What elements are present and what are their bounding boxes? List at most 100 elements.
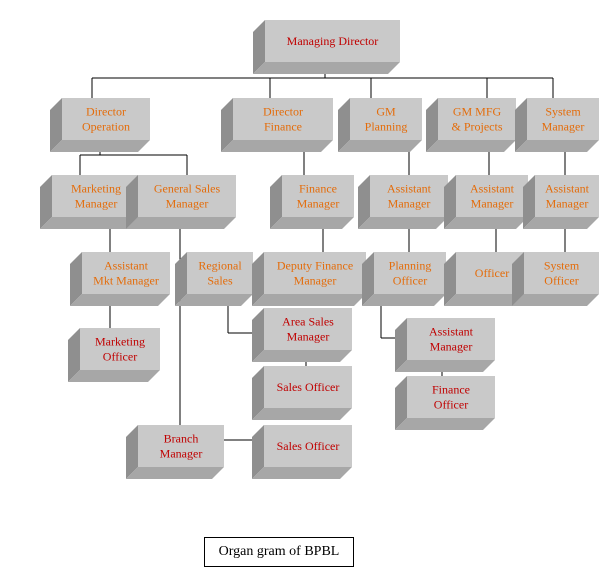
box-label-line: Branch (164, 432, 199, 446)
box-side (221, 98, 233, 152)
box-bottom (338, 140, 422, 152)
box-face (264, 366, 352, 408)
box-side (523, 175, 535, 229)
box-label-line: Manager (160, 447, 203, 461)
box-label-line: Sales (207, 274, 233, 288)
box-label: Managing Director (287, 34, 379, 48)
box-side (252, 425, 264, 479)
box-bottom (523, 217, 599, 229)
box-label-line: System (544, 259, 580, 273)
box-label-line: Manager (546, 197, 589, 211)
box-side (395, 318, 407, 372)
box-face (82, 252, 170, 294)
box-bottom (253, 62, 400, 74)
box-label-line: Manager (294, 274, 337, 288)
box-bottom (70, 294, 170, 306)
box-label-line: Manager (75, 197, 118, 211)
box-bottom (252, 350, 352, 362)
box-label-line: & Projects (452, 120, 503, 134)
org-box-md: Managing Director (253, 20, 400, 74)
box-bottom (515, 140, 599, 152)
box-label-line: Manager (287, 330, 330, 344)
box-face (438, 98, 516, 140)
box-side (426, 98, 438, 152)
box-bottom (270, 217, 354, 229)
box-side (252, 366, 264, 420)
box-face (374, 252, 446, 294)
box-face (138, 425, 224, 467)
box-label-line: Officer (393, 274, 427, 288)
box-face (80, 328, 160, 370)
box-face (264, 425, 352, 467)
box-label: Sales Officer (277, 380, 340, 394)
box-side (444, 175, 456, 229)
box-face (265, 20, 400, 62)
box-label-line: GM (376, 105, 396, 119)
box-face (52, 175, 140, 217)
box-label-line: Officer (475, 266, 509, 280)
org-box-so1: Sales Officer (252, 366, 352, 420)
box-bottom (395, 418, 495, 430)
box-bottom (358, 217, 448, 229)
box-face (138, 175, 236, 217)
box-label-line: Area Sales (282, 315, 334, 329)
box-side (253, 20, 265, 74)
org-box-so2: Sales Officer (252, 425, 352, 479)
box-label-line: Assistant (104, 259, 149, 273)
box-label: Officer (475, 266, 509, 280)
box-label-line: Planning (389, 259, 432, 273)
box-side (126, 175, 138, 229)
box-label-line: Assistant (387, 182, 432, 196)
chart-caption-text: Organ gram of BPBL (218, 544, 340, 559)
box-label-line: Planning (365, 120, 408, 134)
box-face (524, 252, 599, 294)
box-face (187, 252, 253, 294)
box-bottom (444, 217, 528, 229)
box-label: Sales Officer (277, 439, 340, 453)
box-label-line: Officer (434, 398, 468, 412)
box-side (70, 252, 82, 306)
box-bottom (444, 294, 528, 306)
box-label-line: Assistant (470, 182, 515, 196)
box-bottom (68, 370, 160, 382)
box-side (68, 328, 80, 382)
box-label-line: Manager (297, 197, 340, 211)
box-side (362, 252, 374, 306)
box-side (252, 252, 264, 306)
box-label-line: Finance (299, 182, 337, 196)
box-bottom (40, 217, 140, 229)
box-label-line: Deputy Finance (277, 259, 353, 273)
chart-caption: Organ gram of BPBL (204, 537, 354, 567)
box-label-line: Managing Director (287, 34, 379, 48)
box-face (535, 175, 599, 217)
box-label-line: Operation (82, 120, 130, 134)
box-label-line: Sales Officer (277, 439, 340, 453)
box-label-line: Manager (471, 197, 514, 211)
box-bottom (126, 467, 224, 479)
box-face (62, 98, 150, 140)
box-bottom (395, 360, 495, 372)
box-side (252, 308, 264, 362)
